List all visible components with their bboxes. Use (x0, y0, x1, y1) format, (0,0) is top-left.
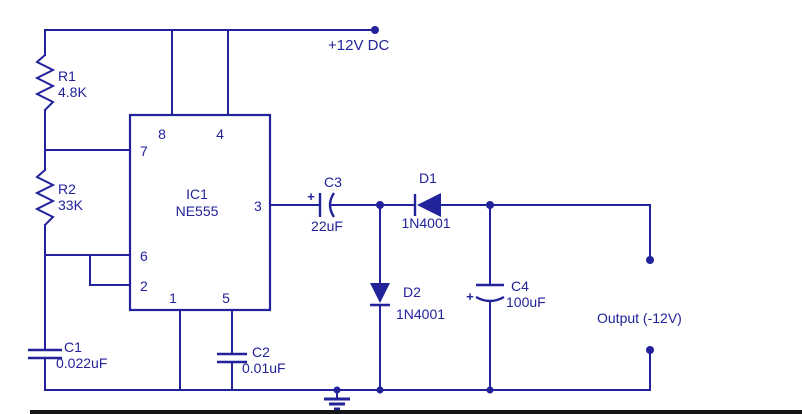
bottom-border (30, 410, 802, 414)
output-terminal-top (646, 256, 654, 264)
d1-ref: D1 (419, 170, 437, 186)
d1-value: 1N4001 (401, 215, 450, 231)
c2-ref: C2 (252, 344, 270, 360)
d2-value: 1N4001 (396, 306, 445, 322)
c1-value: 0.022uF (56, 355, 107, 371)
ic-pin4-label: 4 (216, 126, 224, 142)
resistor-r1: R1 4.8K (34, 29, 87, 171)
output-terminal-bottom (646, 346, 654, 354)
output-label: Output (-12V) (597, 310, 682, 326)
diode-d1: D1 1N4001 (379, 170, 491, 231)
diode-d2: D2 1N4001 (370, 204, 445, 391)
ic-body (128, 113, 272, 312)
resistor-zigzag-r1 (34, 53, 56, 112)
c1-ref: C1 (64, 339, 82, 355)
ic-pin7-label: 7 (140, 143, 148, 159)
capacitor-c4: + C4 100uF (466, 204, 546, 391)
d2-ref: D2 (403, 284, 421, 300)
c3-polarity-plus: + (307, 189, 315, 204)
c3-value: 22uF (311, 218, 343, 234)
ic-ne555: 8 4 7 6 2 1 5 3 IC1 NE555 (44, 29, 272, 391)
wire-pin2-jog (89, 254, 131, 286)
resistor-zigzag-r2 (34, 168, 56, 227)
c4-polarity-plus: + (466, 289, 474, 304)
output-terminals: Output (-12V) (597, 204, 682, 391)
ic-part: NE555 (176, 203, 219, 219)
ic-pin8-label: 8 (158, 126, 166, 142)
d2-triangle (370, 283, 390, 303)
power-rail: +12V DC (44, 26, 389, 54)
r2-value: 33K (58, 197, 84, 213)
ground-rail (44, 386, 651, 411)
r1-ref: R1 (58, 68, 76, 84)
junction-dot-d2-rail (376, 386, 384, 394)
resistor-r2: R2 33K (34, 168, 84, 351)
capacitor-c1: C1 0.022uF (28, 339, 107, 391)
r1-value: 4.8K (58, 84, 87, 100)
capacitor-c2: C2 0.01uF (217, 309, 286, 391)
ic-pin5-label: 5 (222, 290, 230, 306)
ic-pin6-label: 6 (140, 248, 148, 264)
junction-dot-supply (371, 26, 379, 34)
ic-pin1-label: 1 (169, 290, 177, 306)
supply-label: +12V DC (328, 37, 389, 54)
c4-value: 100uF (506, 294, 546, 310)
r2-ref: R2 (58, 181, 76, 197)
junction-dot-c4-rail (486, 386, 494, 394)
ic-pin3-label: 3 (254, 198, 262, 214)
c2-value: 0.01uF (242, 360, 286, 376)
d1-triangle (417, 193, 441, 217)
ic-pin2-label: 2 (140, 278, 148, 294)
capacitor-c3: + C3 22uF (269, 174, 381, 234)
ic-ref: IC1 (186, 186, 208, 202)
c3-ref: C3 (324, 174, 342, 190)
c4-ref: C4 (511, 278, 529, 294)
